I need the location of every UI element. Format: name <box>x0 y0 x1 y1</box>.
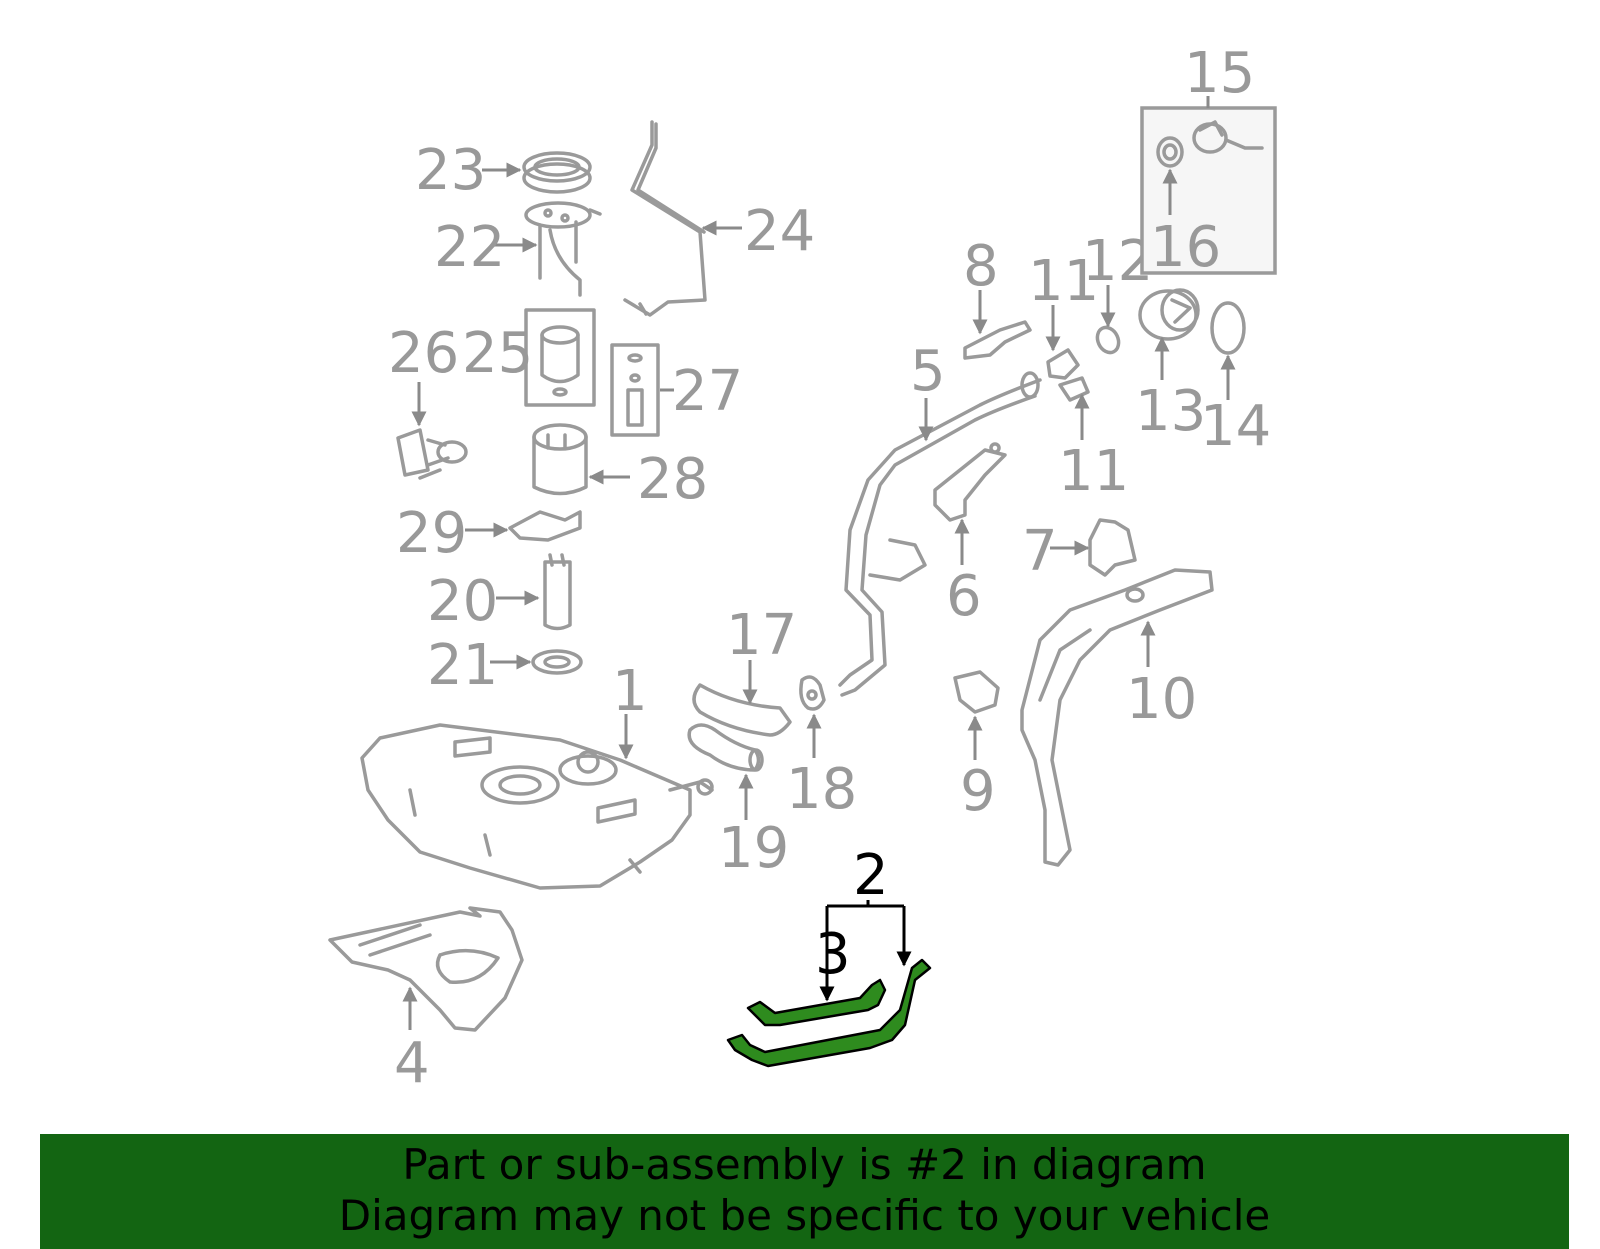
label-7: 7 <box>1022 519 1058 584</box>
label-10: 10 <box>1126 667 1197 732</box>
label-20: 20 <box>427 569 498 634</box>
label-6: 6 <box>946 564 982 629</box>
part-23-lock-ring[interactable] <box>522 151 592 194</box>
label-1: 1 <box>612 659 648 724</box>
label-23: 23 <box>415 138 486 203</box>
part-9-clip[interactable] <box>953 670 1000 714</box>
label-17: 17 <box>726 603 797 668</box>
label-25: 25 <box>462 321 533 386</box>
part-20-fuel-pump[interactable] <box>543 553 572 631</box>
part-3-tank-strap[interactable] <box>746 978 887 1027</box>
label-21: 21 <box>427 633 498 698</box>
label-26: 26 <box>388 321 459 386</box>
label-11b: 11 <box>1058 439 1129 504</box>
part-12-o-ring[interactable] <box>1093 324 1122 356</box>
part-28-pump-housing[interactable] <box>532 423 588 496</box>
label-4: 4 <box>394 1031 430 1096</box>
label-18: 18 <box>786 757 857 822</box>
part-21-washer[interactable] <box>531 649 583 675</box>
label-27: 27 <box>672 359 743 424</box>
label-2: 2 <box>853 843 889 908</box>
part-26-sensor[interactable] <box>396 428 468 480</box>
part-7-protector[interactable] <box>1088 518 1137 577</box>
label-29: 29 <box>396 501 467 566</box>
label-24: 24 <box>744 199 815 264</box>
part-22-sender-gauge[interactable] <box>524 201 602 297</box>
banner-line-2: Diagram may not be specific to your vehi… <box>338 1191 1271 1240</box>
label-28: 28 <box>637 447 708 512</box>
label-9: 9 <box>960 759 996 824</box>
label-3: 3 <box>815 922 851 987</box>
part-5-filler-pipe[interactable] <box>838 371 1042 697</box>
part-6-bracket[interactable] <box>933 442 1007 522</box>
label-22: 22 <box>434 215 505 280</box>
part-13-filler-neck[interactable] <box>1138 288 1200 341</box>
label-8: 8 <box>963 234 999 299</box>
label-13: 13 <box>1135 379 1206 444</box>
label-15: 15 <box>1184 41 1255 106</box>
part-10-pipe-bracket[interactable] <box>1020 568 1214 867</box>
part-11-grommet[interactable] <box>1046 348 1090 402</box>
part-14-gasket[interactable] <box>1210 301 1246 355</box>
part-1-fuel-tank[interactable] <box>360 723 714 890</box>
label-19: 19 <box>718 816 789 881</box>
bracket-2 <box>819 900 912 1002</box>
part-27-valve[interactable] <box>610 343 660 437</box>
info-banner: Part or sub-assembly is #2 in diagram Di… <box>40 1134 1569 1249</box>
part-19-hose[interactable] <box>687 723 764 772</box>
part-8-bracket[interactable] <box>963 320 1032 360</box>
banner-line-1: Part or sub-assembly is #2 in diagram <box>402 1140 1207 1189</box>
part-29-bracket[interactable] <box>508 510 582 542</box>
part-18-clamp[interactable] <box>799 675 826 711</box>
label-14: 14 <box>1200 394 1271 459</box>
part-24-fuel-line[interactable] <box>623 120 707 317</box>
part-25-fuel-filter[interactable] <box>524 308 596 407</box>
part-2-tank-strap-assembly[interactable] <box>726 958 932 1068</box>
part-15-fuel-cap[interactable] <box>1140 106 1277 275</box>
label-16: 16 <box>1150 215 1221 280</box>
part-4-heat-shield[interactable] <box>328 906 524 1032</box>
label-5: 5 <box>910 339 946 404</box>
label-11a: 11 <box>1028 249 1099 314</box>
